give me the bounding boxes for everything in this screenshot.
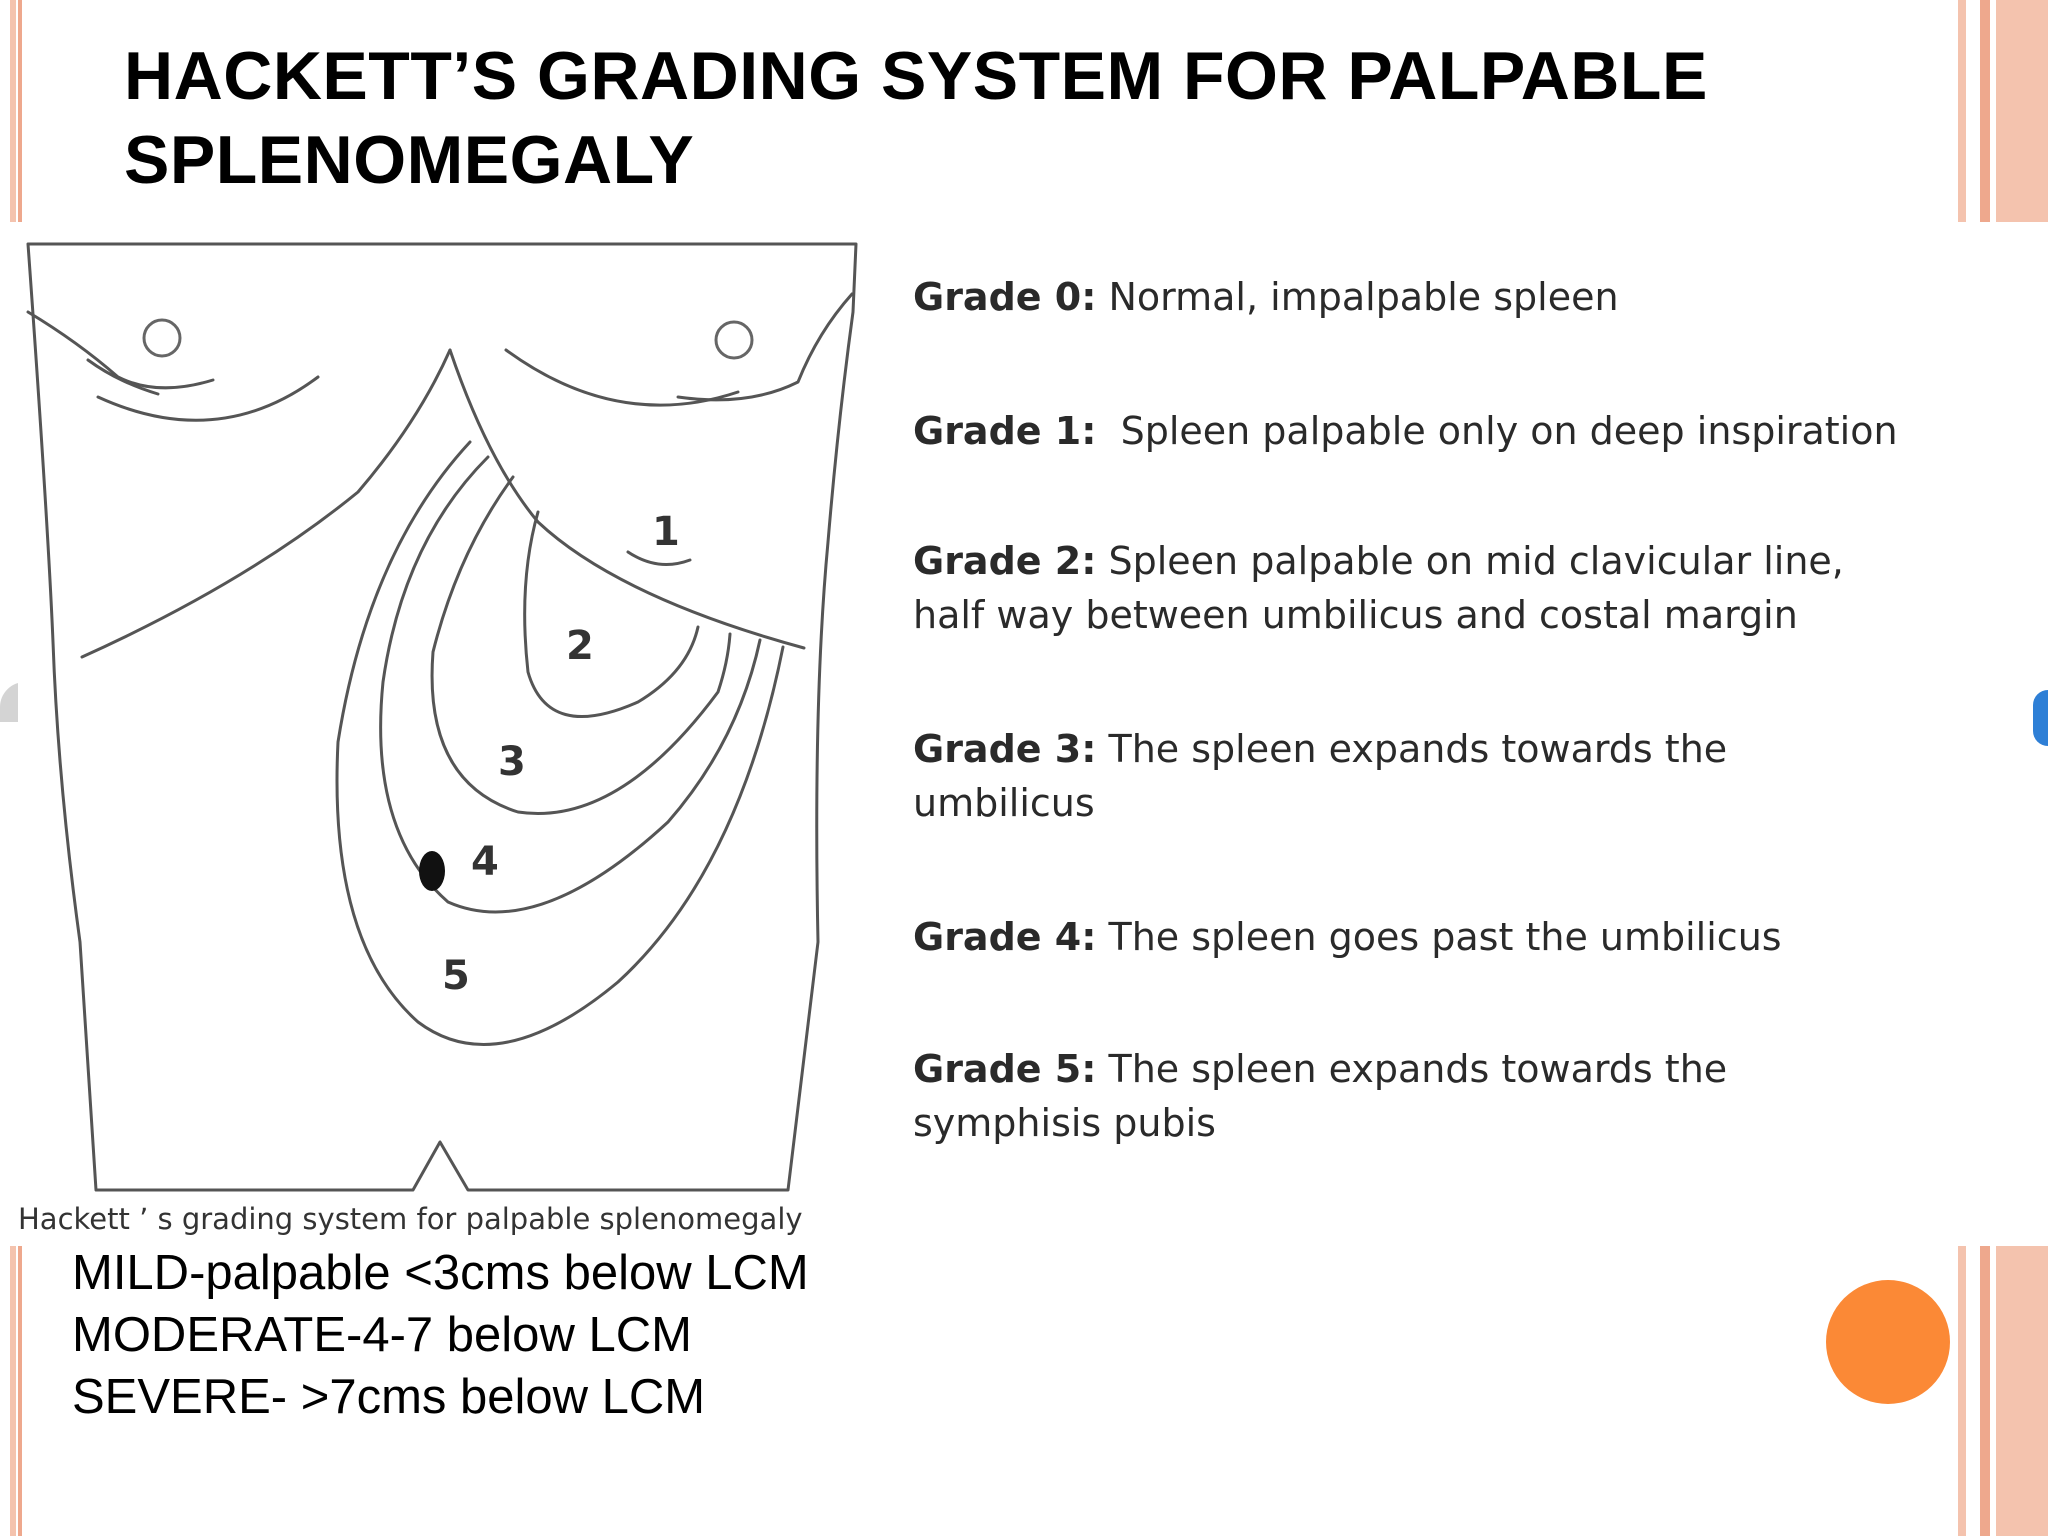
left-nipple-icon	[142, 318, 182, 358]
zone-label-2: 2	[566, 623, 594, 669]
edge-blue-decoration	[2033, 690, 2048, 746]
frame-strip-right-3-top	[1996, 0, 2048, 222]
left-pec-curve	[86, 358, 160, 396]
grade-1-label: Grade 1:	[913, 409, 1097, 453]
zone-1-arc	[626, 550, 692, 566]
grade-5: Grade 5: The spleen expands towards the …	[913, 1042, 2048, 1150]
grade-0-label: Grade 0:	[913, 275, 1097, 319]
grade-3-label: Grade 3:	[913, 727, 1097, 771]
orange-circle-decoration	[1826, 1280, 1950, 1404]
frame-strip-left-top	[10, 0, 16, 222]
grade-0-text: Normal, impalpable spleen	[1096, 275, 1619, 319]
umbilicus-icon	[419, 851, 445, 891]
figure-caption: Hackett ’ s grading system for palpable …	[18, 1202, 803, 1236]
torso-diagram: 1 2 3 4 5	[26, 242, 858, 1192]
frame-strip-left-bottom	[10, 1246, 16, 1536]
grade-5-label: Grade 5:	[913, 1047, 1097, 1091]
grade-4-label: Grade 4:	[913, 915, 1097, 959]
severity-severe: SEVERE- >7cms below LCM	[72, 1370, 706, 1424]
grade-5-text: The spleen expands towards the	[1096, 1047, 1728, 1091]
torso-outline	[26, 242, 858, 1192]
zone-label-1: 1	[652, 509, 680, 555]
slide-title-line-1: HACKETT’S GRADING SYSTEM FOR PALPABLE	[124, 38, 1708, 114]
frame-strip-left-bottom-2	[18, 1246, 22, 1536]
zone-label-5: 5	[442, 953, 470, 999]
grade-4-text: The spleen goes past the umbilicus	[1096, 915, 1782, 959]
grade-3-text-line-2: umbilicus	[913, 781, 1095, 825]
hackett-figure: 1 2 3 4 5 Hackett ’ s grading system for…	[18, 222, 2048, 1246]
frame-strip-left-top-2	[18, 0, 22, 222]
pectoral-line-right	[504, 348, 740, 407]
zone-5-contour	[335, 440, 785, 1046]
grade-list: Grade 0: Normal, impalpable spleen Grade…	[913, 222, 2048, 1182]
right-nipple-icon	[714, 320, 754, 360]
frame-strip-right-2-top	[1980, 0, 1990, 222]
grade-1-text: Spleen palpable only on deep inspiration	[1096, 409, 1898, 453]
grade-3: Grade 3: The spleen expands towards the …	[913, 722, 2048, 830]
frame-strip-right-1-top	[1958, 0, 1966, 222]
slide-title-line-2: SPLENOMEGALY	[124, 122, 695, 198]
zone-label-4: 4	[471, 839, 499, 885]
grade-2-text-line-2: half way between umbilicus and costal ma…	[913, 593, 1798, 637]
costal-margin-right	[448, 348, 806, 650]
grade-0: Grade 0: Normal, impalpable spleen	[913, 270, 2048, 324]
frame-strip-right-3-bottom	[1996, 1246, 2048, 1536]
frame-strip-right-2-bottom	[1980, 1246, 1990, 1536]
grade-3-text: The spleen expands towards the	[1096, 727, 1728, 771]
zone-2-contour	[523, 510, 700, 718]
costal-margin-left	[80, 348, 452, 659]
grade-4: Grade 4: The spleen goes past the umbili…	[913, 910, 2048, 964]
left-chest-curve	[26, 310, 215, 390]
zone-label-3: 3	[498, 739, 526, 785]
zone-3-contour	[430, 475, 732, 815]
grade-5-text-line-2: symphisis pubis	[913, 1101, 1216, 1145]
grade-2-text: Spleen palpable on mid clavicular line,	[1096, 539, 1844, 583]
right-chest-curve	[676, 292, 854, 402]
pectoral-line-left	[96, 375, 320, 422]
slide-title: HACKETT’S GRADING SYSTEM FOR PALPABLE SP…	[124, 34, 1724, 202]
severity-moderate: MODERATE-4-7 below LCM	[72, 1308, 692, 1362]
zone-4-contour	[379, 455, 762, 914]
grade-2-label: Grade 2:	[913, 539, 1097, 583]
grade-1: Grade 1: Spleen palpable only on deep in…	[913, 404, 2048, 458]
severity-mild: MILD-palpable <3cms below LCM	[72, 1246, 809, 1300]
severity-list: MILD-palpable <3cms below LCM MODERATE-4…	[72, 1242, 809, 1428]
frame-strip-right-1-bottom	[1958, 1246, 1966, 1536]
grade-2: Grade 2: Spleen palpable on mid clavicul…	[913, 534, 2048, 642]
